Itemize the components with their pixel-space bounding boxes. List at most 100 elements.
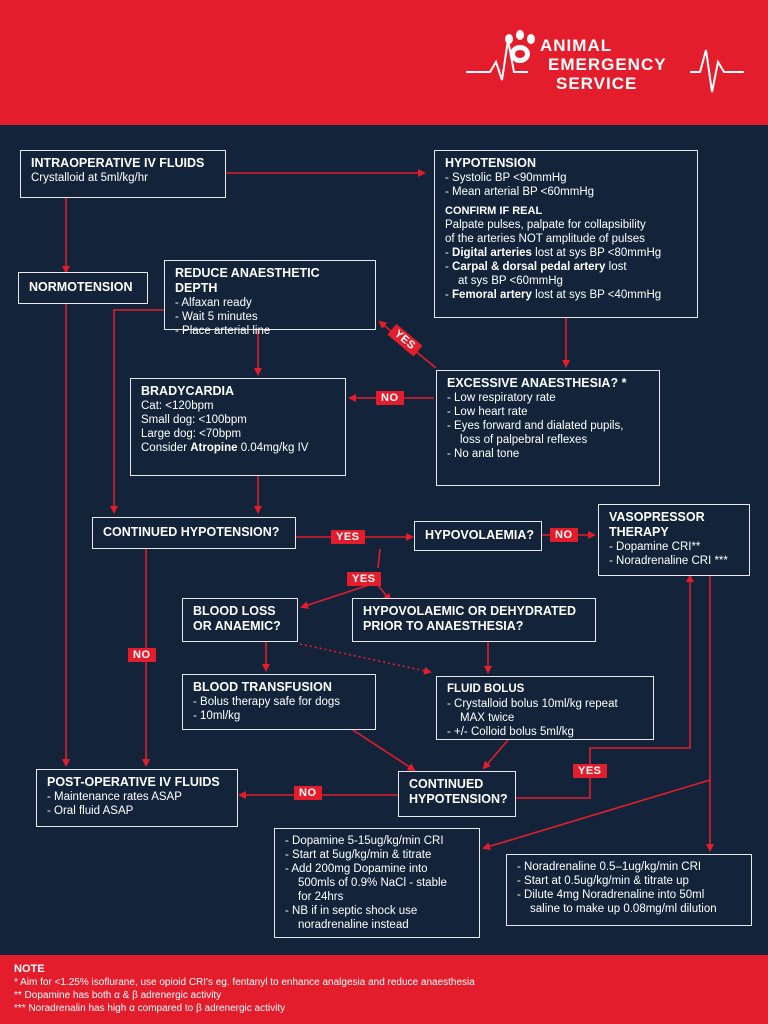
- bullet-bold: Carpal & dorsal pedal artery: [452, 261, 606, 273]
- yes-label-hypovolaemia: YES: [331, 530, 365, 544]
- excessive-line: - Low respiratory rate: [447, 392, 556, 404]
- atropine-post: 0.04mg/kg IV: [237, 442, 309, 454]
- intraop-line: Crystalloid at 5ml/kg/hr: [31, 172, 148, 184]
- dopamine-line: - Start at 5ug/kg/min & titrate: [285, 849, 432, 861]
- dopamine-line: for 24hrs: [298, 891, 344, 903]
- blood-loss-box: BLOOD LOSS OR ANAEMIC?: [182, 598, 298, 642]
- no-label-postop: NO: [294, 786, 322, 800]
- bullet-pre: -: [445, 247, 453, 259]
- hypovolaemia-box: HYPOVOLAEMIA?: [414, 521, 542, 551]
- excessive-line: - No anal tone: [447, 448, 520, 460]
- continued2-title: CONTINUED: [409, 777, 484, 791]
- bullet-pre: -: [445, 289, 453, 301]
- reduce-title: REDUCE ANAESTHETIC DEPTH: [175, 266, 320, 295]
- dopamine-line: 500mls of 0.9% NaCl - stable: [298, 877, 447, 889]
- no-label-postop-left: NO: [128, 648, 156, 662]
- bloodloss-title-2: OR ANAEMIC?: [193, 619, 281, 633]
- noradrenaline-line: - Dilute 4mg Noradrenaline into 50ml: [517, 889, 705, 901]
- intraop-fluids-box: INTRAOPERATIVE IV FLUIDS Crystalloid at …: [20, 150, 226, 198]
- excessive-line: - Eyes forward and dialated pupils,: [447, 420, 624, 432]
- yes-label-continued2: YES: [573, 764, 607, 778]
- bullet-bold: Femoral artery: [452, 289, 532, 301]
- bullet-post: lost at sys BP <40mmHg: [531, 289, 662, 301]
- postop-fluids-box: POST-OPERATIVE IV FLUIDS - Maintenance r…: [36, 769, 238, 827]
- dopamine-line: - Dopamine 5-15ug/kg/min CRI: [285, 835, 444, 847]
- fluidbolus-line: - +/- Colloid bolus 5ml/kg: [447, 726, 574, 738]
- artery-line: - Carpal & dorsal pedal artery lost: [445, 260, 687, 274]
- bradycardia-box: BRADYCARDIA Cat: <120bpm Small dog: <100…: [130, 378, 346, 476]
- reduce-line: - Wait 5 minutes: [175, 311, 258, 323]
- reduce-line: - Place arterial line: [175, 325, 271, 337]
- hypotension-line: - Mean arterial BP <60mmHg: [445, 186, 595, 198]
- postop-title: POST-OPERATIVE IV FLUIDS: [47, 775, 220, 789]
- vasopressor-line: - Noradrenaline CRI ***: [609, 555, 728, 567]
- confirm-line: of the arteries NOT amplitude of pulses: [445, 233, 645, 245]
- continued2-title-2: HYPOTENSION?: [409, 792, 508, 806]
- transfusion-line: - Bolus therapy safe for dogs: [193, 696, 341, 708]
- excessive-line: loss of palpebral reflexes: [460, 434, 588, 446]
- yes-label-branch: YES: [347, 572, 381, 586]
- brand-line-2: Emergency: [548, 55, 667, 74]
- brady-line: Small dog: <100bpm: [141, 414, 247, 426]
- artery-line: at sys BP <60mmHg: [445, 274, 687, 288]
- noradrenaline-box: - Noradrenaline 0.5–1ug/kg/min CRI - Sta…: [506, 854, 752, 926]
- confirm-line: Palpate pulses, palpate for collapsibili…: [445, 219, 646, 231]
- hypovolaemia-title: HYPOVOLAEMIA?: [425, 528, 535, 542]
- blood-transfusion-box: BLOOD TRANSFUSION - Bolus therapy safe f…: [182, 674, 376, 730]
- dopamine-box: - Dopamine 5-15ug/kg/min CRI - Start at …: [274, 828, 480, 938]
- transfusion-title: BLOOD TRANSFUSION: [193, 680, 332, 694]
- normotension-title: NORMOTENSION: [29, 280, 133, 294]
- dopamine-line: - NB if in septic shock use: [285, 905, 418, 917]
- fluidbolus-line: - Crystalloid bolus 10ml/kg repeat: [447, 698, 618, 710]
- dopamine-line: noradrenaline instead: [298, 919, 409, 931]
- confirm-subtitle: CONFIRM IF REAL: [445, 205, 543, 217]
- bullet-post: at sys BP <60mmHg: [458, 275, 563, 287]
- paw-icon: [505, 30, 535, 63]
- hypotension-line: - Systolic BP <90mmHg: [445, 172, 567, 184]
- intraop-title: INTRAOPERATIVE IV FLUIDS: [31, 156, 205, 170]
- noradrenaline-line: saline to make up 0.08mg/ml dilution: [530, 903, 717, 915]
- brand-line-1: Animal: [540, 36, 613, 55]
- fluidbolus-line: MAX twice: [460, 712, 515, 724]
- no-label-vasopressor: NO: [550, 528, 578, 542]
- excessive-anaesthesia-box: EXCESSIVE ANAESTHESIA? * - Low respirato…: [436, 370, 660, 486]
- note-line: * Aim for <1.25% isoflurane, use opioid …: [14, 977, 475, 988]
- bullet-pre: -: [445, 261, 453, 273]
- normotension-box: NORMOTENSION: [18, 272, 148, 304]
- atropine-pre: Consider: [141, 442, 191, 454]
- bullet-bold: Digital arteries: [452, 247, 532, 259]
- atropine-line: Consider Atropine 0.04mg/kg IV: [141, 441, 335, 455]
- excessive-line: - Low heart rate: [447, 406, 528, 418]
- vasopressor-title-2: THERAPY: [609, 525, 669, 539]
- noradrenaline-line: - Noradrenaline 0.5–1ug/kg/min CRI: [517, 861, 702, 873]
- artery-line: - Digital arteries lost at sys BP <80mmH…: [445, 246, 687, 260]
- brand-logo-text: Animal Emergency Service: [540, 36, 667, 93]
- no-label-brady: NO: [376, 391, 404, 405]
- header-banner: Animal Emergency Service: [0, 0, 768, 125]
- noradrenaline-line: - Start at 0.5ug/kg/min & titrate up: [517, 875, 689, 887]
- postop-line: - Oral fluid ASAP: [47, 805, 134, 817]
- hypotension-box: HYPOTENSION - Systolic BP <90mmHg - Mean…: [434, 150, 698, 318]
- hypodehyd-title-2: PRIOR TO ANAESTHESIA?: [363, 619, 524, 633]
- hypodehyd-title: HYPOVOLAEMIC OR DEHYDRATED: [363, 604, 576, 618]
- reduce-depth-box: REDUCE ANAESTHETIC DEPTH - Alfaxan ready…: [164, 260, 376, 337]
- hypotension-title: HYPOTENSION: [445, 156, 536, 170]
- continued-hypotension-box-2: CONTINUED HYPOTENSION?: [398, 771, 516, 817]
- brand-line-3: Service: [556, 74, 638, 93]
- reduce-line: - Alfaxan ready: [175, 297, 252, 309]
- bullet-post: lost: [605, 261, 627, 273]
- continued1-title: CONTINUED HYPOTENSION?: [103, 525, 280, 539]
- excessive-title: EXCESSIVE ANAESTHESIA? *: [447, 376, 627, 390]
- bullet-post: lost at sys BP <80mmHg: [531, 247, 662, 259]
- bloodloss-title: BLOOD LOSS: [193, 604, 276, 618]
- transfusion-line: - 10ml/kg: [193, 710, 241, 722]
- continued-hypotension-box-1: CONTINUED HYPOTENSION?: [92, 517, 296, 549]
- note-line: *** Noradrenalin has high α compared to …: [14, 1003, 286, 1014]
- vasopressor-line: - Dopamine CRI**: [609, 541, 701, 553]
- artery-line: - Femoral artery lost at sys BP <40mmHg: [445, 288, 687, 302]
- heartbeat-line: [466, 39, 744, 93]
- note-title: NOTE: [14, 963, 45, 975]
- vasopressor-box: VASOPRESSOR THERAPY - Dopamine CRI** - N…: [598, 504, 750, 576]
- atropine-bold: Atropine: [190, 442, 238, 454]
